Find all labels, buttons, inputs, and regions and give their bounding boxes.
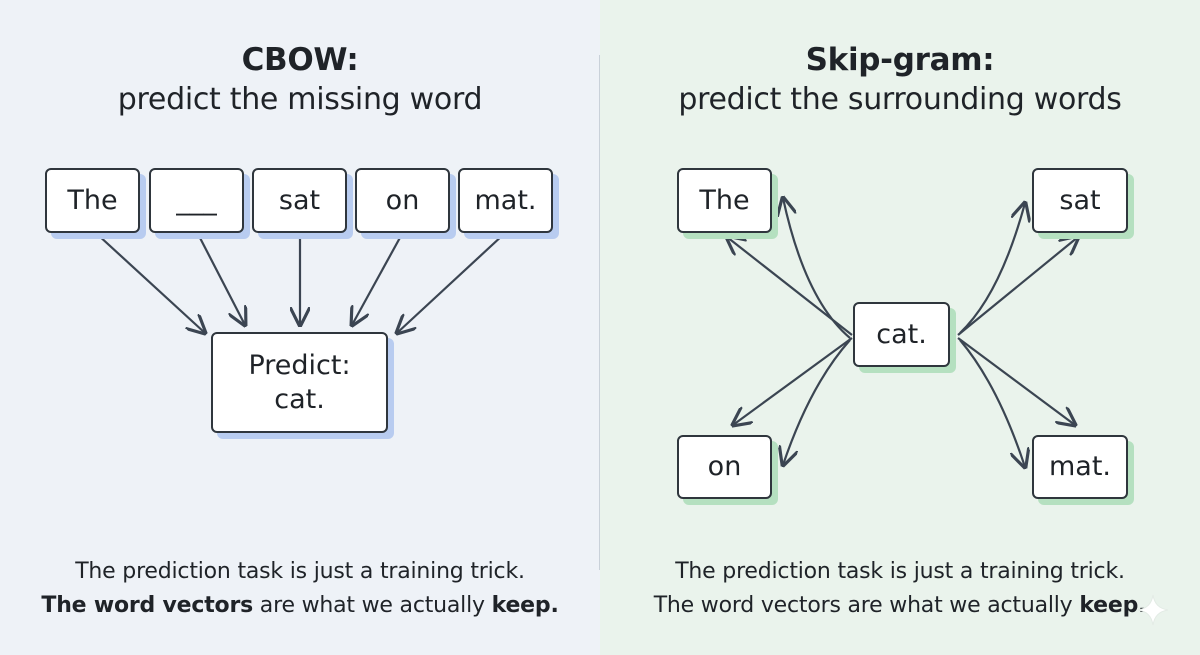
skipgram-title-block: Skip-gram: predict the surrounding words: [600, 40, 1200, 120]
cbow-caption-line2: The word vectors are what we actually ke…: [41, 593, 559, 618]
arrow-cat-to-on-straight: [733, 337, 853, 425]
predict-label: Predict:: [248, 349, 351, 381]
cbow-panel: CBOW: predict the missing word The ___ s…: [0, 0, 600, 655]
center-box-cat: cat.: [853, 302, 950, 367]
cbow-subtitle: predict the missing word: [117, 82, 483, 117]
word-box-on: on: [355, 168, 450, 233]
word-box-the: The: [45, 168, 140, 233]
cbow-title-block: CBOW: predict the missing word: [0, 40, 600, 120]
word-box-mat: mat.: [458, 168, 553, 233]
predict-box: Predict: cat.: [211, 332, 388, 433]
arrow-the-to-predict: [96, 233, 205, 333]
arrow-mat-to-predict: [397, 233, 505, 333]
skipgram-panel: Skip-gram: predict the surrounding words…: [600, 0, 1200, 655]
arrow-cat-to-sat-curved: [959, 203, 1025, 334]
skipgram-arrows: [600, 0, 1200, 655]
sparkle-icon: [1137, 594, 1169, 626]
arrow-cat-to-mat-straight: [957, 337, 1075, 425]
arrow-on-to-predict: [352, 233, 403, 325]
word-box-sat: sat: [252, 168, 347, 233]
arrow-cat-to-on-curved: [783, 339, 851, 465]
context-box-sat: sat: [1032, 168, 1128, 233]
context-box-the: The: [677, 168, 772, 233]
skipgram-title: Skip-gram:: [805, 42, 995, 78]
skipgram-caption-line2: The word vectors are what we actually ke…: [653, 593, 1147, 618]
predict-word: cat.: [274, 383, 325, 415]
cbow-caption-line1: The prediction task is just a training t…: [75, 559, 525, 584]
context-box-on: on: [677, 435, 772, 499]
skipgram-caption: The prediction task is just a training t…: [600, 555, 1200, 623]
panel-divider: [599, 55, 600, 570]
skipgram-caption-line1: The prediction task is just a training t…: [675, 559, 1125, 584]
skipgram-subtitle: predict the surrounding words: [678, 82, 1122, 117]
context-box-mat: mat.: [1032, 435, 1128, 499]
word-box-blank: ___: [149, 168, 244, 233]
cbow-caption: The prediction task is just a training t…: [0, 555, 600, 623]
arrow-cat-to-mat-curved: [959, 339, 1025, 467]
arrow-blank-to-predict: [197, 233, 245, 325]
arrow-cat-to-the-curved: [783, 198, 851, 339]
cbow-arrows: [96, 233, 505, 655]
arrow-cat-to-sat-straight: [957, 237, 1078, 336]
cbow-title: CBOW:: [241, 42, 359, 78]
